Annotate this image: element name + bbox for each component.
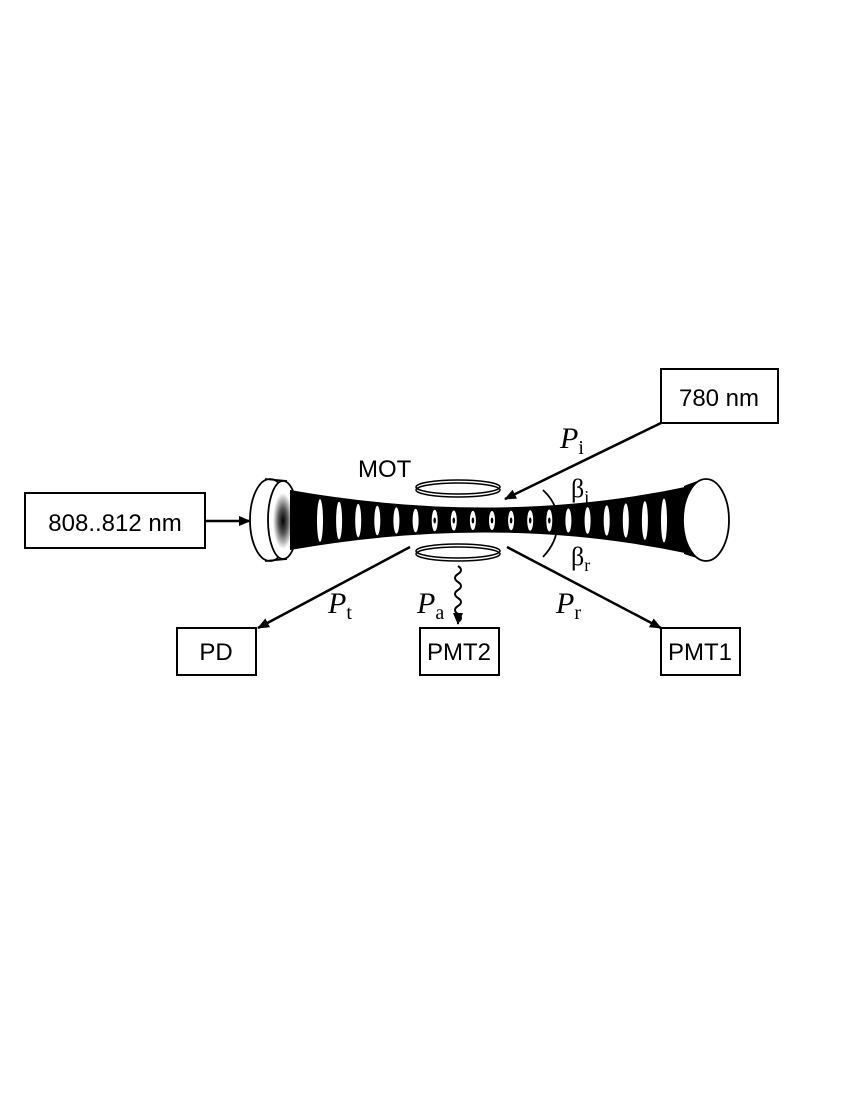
mot-lower-coil [415,543,501,562]
lattice-antinode [336,501,343,540]
trapped-atom [490,517,494,524]
trapped-atom [548,517,551,524]
lattice-antinode [412,508,419,533]
incident-power-label: Pi [559,422,584,459]
lattice-antinode [584,507,591,534]
trapped-atom [509,517,513,524]
pd-detector-box: PD [176,627,257,676]
incident-angle-label: βi [571,474,589,507]
fluorescence-wavy-arrow [453,565,463,625]
lattice-antinode [622,503,629,538]
absorbed-power-label: Pa [416,587,444,624]
lattice-antinode [374,505,381,536]
trapped-atom [528,517,532,524]
incident-beam-arrow [504,421,662,501]
reflected-beam-arrow [506,545,662,630]
lattice-antinode [661,498,667,543]
transmitted-beam-arrow [257,545,411,630]
pmt2-detector-box: PMT2 [419,627,500,676]
pmt1-label: PMT1 [668,639,732,666]
pmt2-label: PMT2 [427,639,491,666]
trapped-atom [433,517,437,524]
incident-angle-arc [542,489,558,519]
laser-wavelength-label: 808..812 nm [48,510,181,537]
transmitted-power-label: Pt [327,587,352,624]
lattice-antinode [355,503,362,538]
pd-label: PD [199,639,232,666]
probe-laser-box: 780 nm [660,368,779,424]
trapped-atom [452,517,456,524]
mot-upper-coil [415,479,501,498]
reflected-angle-label: βr [571,542,590,575]
trapped-atom [471,517,475,524]
right-cavity-mirror [682,478,730,562]
laser-source-box: 808..812 nm [24,492,206,549]
reflected-angle-arc [542,525,558,558]
reflected-power-label: Pr [555,587,581,624]
lattice-antinode [641,501,648,540]
lattice-antinodes [317,498,667,543]
lattice-antinode [317,499,323,542]
pmt1-detector-box: PMT1 [660,627,741,676]
lattice-antinode [603,505,610,536]
mot-label: MOT [358,456,412,483]
lattice-antinode [393,507,400,534]
probe-wavelength-label: 780 nm [679,385,759,412]
lattice-antinode [565,508,572,533]
